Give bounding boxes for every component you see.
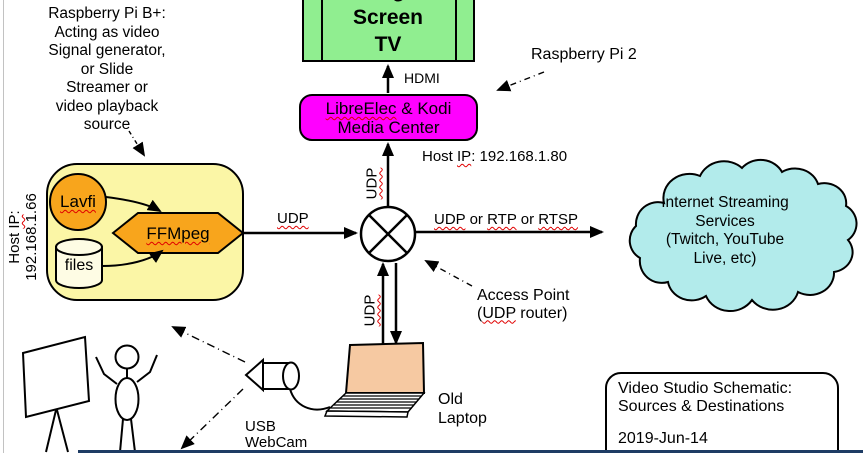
- lavfi-label: Lavfi: [60, 192, 96, 211]
- access-point-pointer: [424, 260, 473, 287]
- ffmpeg-label: FFMpeg: [146, 224, 210, 243]
- source-note-text: Raspberry Pi B+: Acting as video Signal …: [48, 5, 166, 133]
- lavfi-to-ffmpeg-arrow: [105, 196, 162, 213]
- kodi-box[interactable]: [299, 94, 478, 141]
- tv-shape[interactable]: [302, 0, 475, 62]
- kodi-host-ip: Host IP: 192.168.1.80: [422, 148, 568, 165]
- files-label: files: [64, 257, 94, 274]
- cloud-label: Internet Streaming Services (Twitch, You…: [661, 194, 789, 267]
- source-note-pointer: [128, 130, 146, 157]
- udp-rtp-rtsp-label: UDP or RTP or RTSP: [434, 211, 578, 228]
- udp-left-label: UDP: [277, 210, 309, 227]
- legend-box[interactable]: [605, 372, 839, 453]
- hdmi-label: HDMI: [404, 70, 440, 86]
- legend-title: Video Studio Schematic: Sources & Destin…: [618, 380, 793, 415]
- window-edge-bar: [78, 450, 863, 453]
- usb-webcam-label: USB WebCam: [245, 418, 308, 451]
- files-cylinder[interactable]: [55, 238, 103, 289]
- source-host-ip: Host IP:192.168.1.66: [6, 193, 40, 281]
- webcam-view-upper: [171, 326, 246, 363]
- lavfi-node[interactable]: [49, 173, 107, 231]
- laptop-shape[interactable]: [323, 341, 426, 418]
- rpi2-pointer: [496, 71, 545, 92]
- ffmpeg-node[interactable]: [111, 212, 245, 254]
- projection-screen[interactable]: [21, 335, 91, 453]
- page-edge-line: [3, 0, 4, 453]
- presenter-figure[interactable]: [95, 344, 158, 453]
- cloud-shape[interactable]: [628, 158, 858, 312]
- access-point-label: Access Point(UDP router): [477, 287, 570, 322]
- webcam-view-lower: [180, 388, 244, 450]
- udp-down-label: UDP: [361, 294, 379, 327]
- udp-up-label: UDP: [363, 167, 381, 200]
- tv-label: Big Screen TV: [352, 0, 424, 56]
- old-laptop-label: Old Laptop: [438, 391, 487, 427]
- access-point-node[interactable]: [359, 205, 417, 263]
- webcam-shape[interactable]: [244, 357, 331, 411]
- legend-date: 2019-Jun-14: [618, 430, 708, 447]
- raspberry-pi2-label: Raspberry Pi 2: [531, 46, 637, 63]
- files-to-ffmpeg-arrow: [101, 249, 164, 267]
